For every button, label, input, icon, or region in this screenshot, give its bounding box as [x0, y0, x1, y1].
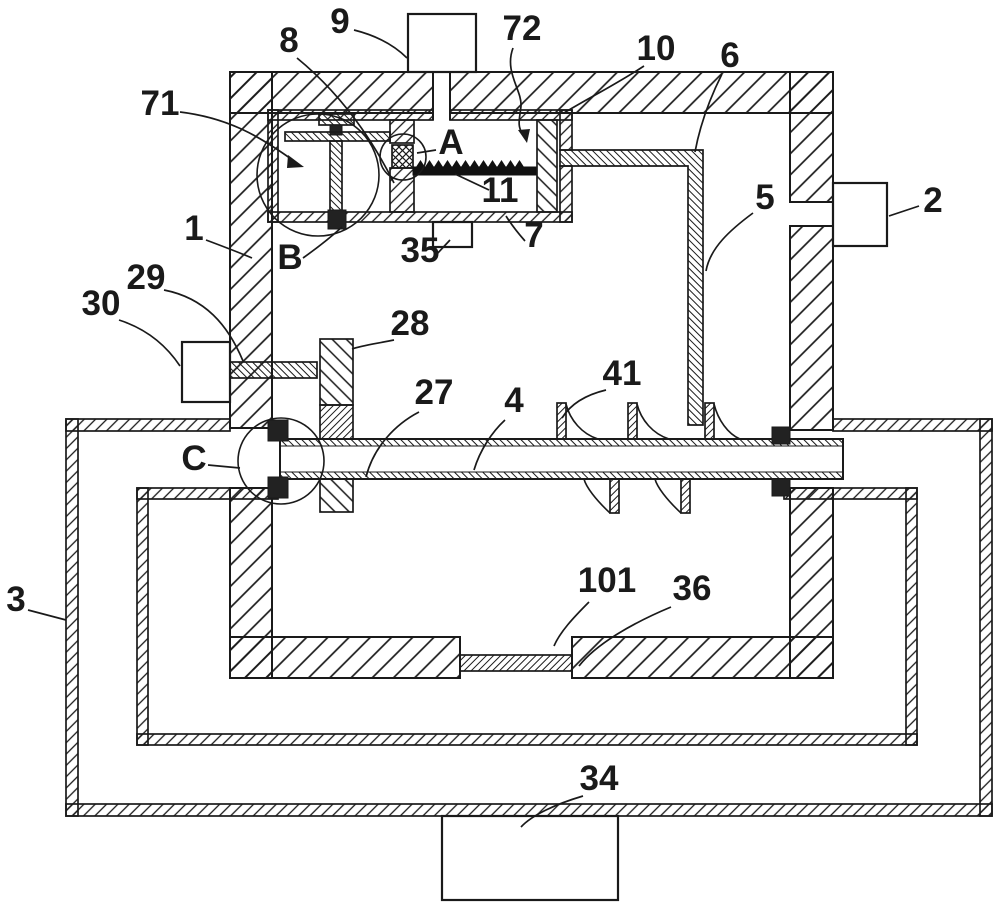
leader-1 — [205, 239, 253, 259]
leader-71 — [179, 111, 295, 162]
outlet-box-2 — [831, 181, 889, 248]
valve-box-35 — [431, 220, 474, 249]
reference-labels: 8 9 72 10 6 2 5 1 71 B A 11 7 35 29 30 2… — [6, 2, 942, 798]
piston-mechanism — [284, 113, 391, 230]
label-6: 6 — [720, 36, 739, 75]
leader-5 — [705, 212, 754, 272]
stirring-blades — [556, 402, 741, 514]
label-2: 2 — [923, 181, 942, 220]
leader-72-arrowhead — [518, 129, 530, 143]
detail-circle-b — [256, 113, 380, 237]
discharge-gate — [459, 654, 573, 672]
label-30: 30 — [82, 284, 121, 323]
inner-jacket-walls — [136, 487, 918, 746]
leader-C — [207, 464, 241, 469]
label-28: 28 — [391, 304, 430, 343]
label-36: 36 — [673, 569, 712, 608]
leader-B — [302, 226, 343, 259]
transfer-pipe — [559, 149, 704, 426]
label-11: 11 — [482, 171, 519, 210]
label-71: 71 — [141, 84, 180, 123]
rod-foot-block — [327, 209, 347, 230]
label-C: C — [181, 439, 206, 478]
leader-30 — [118, 319, 181, 367]
leader-71-arrowhead — [287, 155, 304, 168]
leader-6 — [694, 73, 723, 153]
label-35: 35 — [401, 231, 440, 270]
gate-plate — [459, 654, 573, 672]
shaft-seals — [267, 419, 791, 499]
leader-34 — [520, 795, 584, 828]
leader-4 — [473, 419, 506, 471]
label-29: 29 — [127, 258, 166, 297]
leader-101 — [553, 601, 590, 647]
leader-10 — [563, 65, 645, 114]
label-41: 41 — [603, 354, 642, 393]
label-4: 4 — [504, 381, 524, 420]
leader-72 — [509, 47, 525, 137]
rod-cap — [318, 113, 355, 126]
motor-rod-channel — [432, 72, 451, 120]
label-7: 7 — [524, 216, 543, 255]
label-9: 9 — [330, 2, 349, 41]
leader-27 — [365, 411, 420, 478]
leader-9 — [353, 29, 408, 59]
label-72: 72 — [503, 9, 542, 48]
label-5: 5 — [755, 178, 774, 217]
inlet-pipe-29 — [229, 361, 318, 379]
leader-8 — [296, 57, 395, 184]
rack-teeth — [416, 160, 524, 167]
label-101: 101 — [578, 561, 636, 600]
detail-circle-c — [237, 417, 325, 505]
label-3: 3 — [6, 580, 25, 619]
label-27: 27 — [415, 373, 454, 412]
piston-rod — [329, 140, 343, 213]
bottom-box-34 — [440, 814, 620, 902]
leader-7 — [505, 215, 526, 242]
label-1: 1 — [184, 209, 203, 248]
leader-35 — [435, 239, 451, 256]
outer-tank-walls — [65, 418, 993, 817]
leader-3 — [27, 609, 67, 621]
label-8: 8 — [279, 21, 298, 60]
stirring-shaft — [279, 438, 844, 480]
label-10: 10 — [637, 29, 676, 68]
leader-36 — [578, 606, 672, 667]
label-B: B — [277, 238, 302, 277]
piston-plate — [284, 131, 391, 142]
leader-41 — [561, 389, 607, 419]
leader-lines — [27, 29, 920, 828]
feeder-box-30 — [180, 340, 232, 404]
label-34: 34 — [580, 759, 619, 798]
leader-28 — [351, 339, 395, 350]
motor-box-9 — [406, 12, 478, 74]
piston-72 — [536, 119, 558, 213]
leader-29 — [163, 289, 244, 362]
block-a — [391, 144, 414, 169]
leader-11 — [454, 173, 490, 191]
leader-A — [416, 149, 437, 154]
gear-28 — [319, 338, 354, 513]
label-A: A — [438, 123, 463, 162]
leader-2 — [888, 205, 920, 217]
rack-drive — [391, 119, 558, 213]
